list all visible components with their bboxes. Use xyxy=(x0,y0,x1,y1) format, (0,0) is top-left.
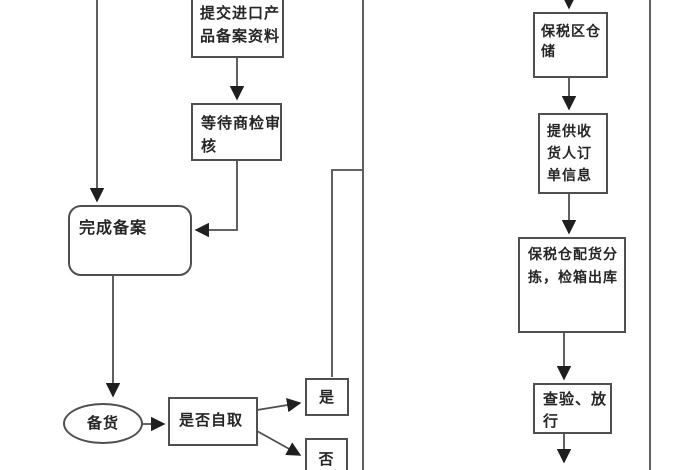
node-label-line: 储 xyxy=(541,44,556,60)
node-label-line: 货人订 xyxy=(547,146,592,162)
edge-yes-riser xyxy=(331,169,363,377)
node-prepare-goods: 备货 xyxy=(63,403,143,444)
node-label: 否 xyxy=(318,450,335,468)
node-warehouse-sorting-outbound: 保税仓配货分 拣，检箱出库 xyxy=(518,237,626,333)
node-label: 是 xyxy=(318,387,335,406)
node-label-line: 等待商检审 xyxy=(201,114,282,132)
node-label: 完成备案 xyxy=(79,218,148,237)
node-label-line: 行 xyxy=(543,412,560,430)
node-label-line: 保税区仓 xyxy=(541,24,601,40)
node-yes: 是 xyxy=(305,378,349,416)
edge-pickup-to-yes xyxy=(256,397,302,413)
node-submit-filing-materials: 提交进口产 品备案资料 xyxy=(191,0,284,58)
node-label-line: 提供收 xyxy=(547,124,592,140)
node-bonded-zone-storage: 保税区仓 储 xyxy=(533,12,608,78)
node-label: 备货 xyxy=(86,414,119,432)
node-no: 否 xyxy=(305,438,348,470)
node-label-line: 提交进口产 xyxy=(200,4,281,22)
node-label-line: 拣，检箱出库 xyxy=(528,270,618,286)
node-label-line: 单信息 xyxy=(547,168,592,184)
node-consignee-order-info: 提供收 货人订 单信息 xyxy=(538,113,608,194)
edge-pickup-to-no xyxy=(256,430,302,456)
node-wait-commodity-inspection: 等待商检审 核 xyxy=(191,103,282,161)
node-label-line: 保税仓配货分 xyxy=(528,247,618,263)
node-label: 是否自取 xyxy=(179,411,244,429)
node-inspection-release: 查验、放 行 xyxy=(533,383,612,434)
edge-wait-to-complete xyxy=(194,160,238,238)
node-label-line: 品备案资料 xyxy=(200,27,281,45)
node-label-line: 查验、放 xyxy=(543,390,608,408)
node-complete-filing: 完成备案 xyxy=(68,205,192,276)
node-self-pickup-decision: 是否自取 xyxy=(168,397,258,446)
node-label-line: 核 xyxy=(201,137,218,155)
